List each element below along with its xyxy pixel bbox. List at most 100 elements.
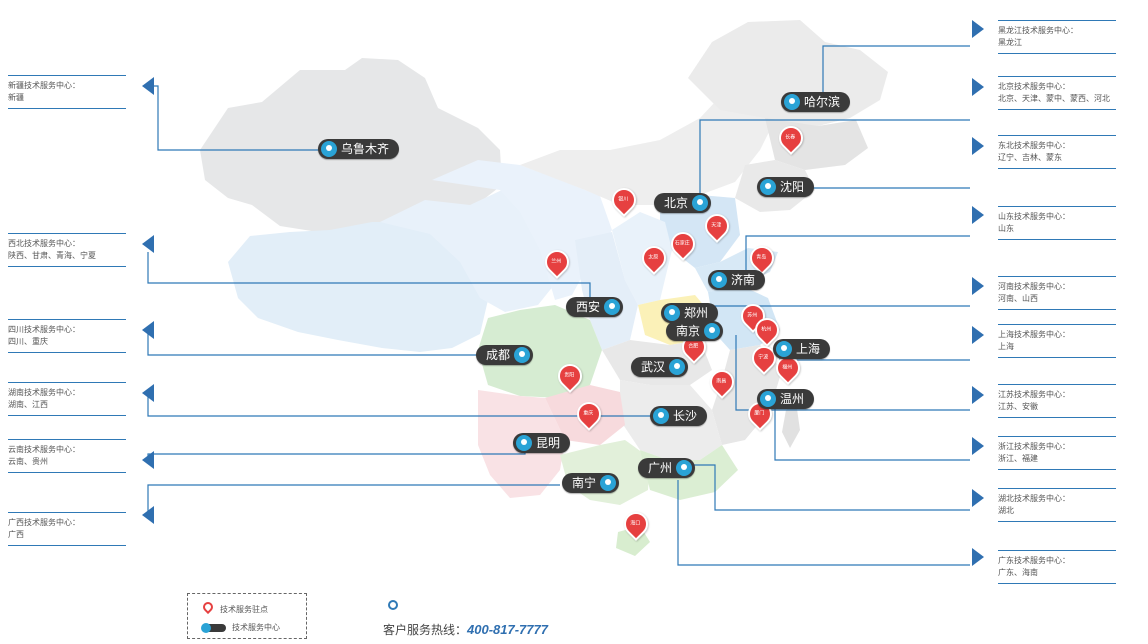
left-arrow-xinjiang: [142, 77, 154, 95]
center-label: 南宁: [572, 476, 597, 490]
center-beijing: 北京: [654, 193, 712, 213]
hotline-dot-icon: [388, 600, 398, 610]
center-label: 成都: [486, 348, 511, 362]
info-title: 黑龙江技术服务中心：: [998, 26, 1078, 35]
hotline-number[interactable]: 400-817-7777: [467, 622, 548, 637]
info-title: 北京技术服务中心：: [998, 82, 1070, 91]
region-tibet: [228, 222, 488, 352]
center-xian: 西安: [566, 297, 624, 317]
right-arrow-jiangsu: [972, 386, 984, 404]
location-pin-icon: [516, 435, 532, 451]
center-shenyang: 沈阳: [757, 177, 815, 197]
center-changsha: 长沙: [650, 406, 708, 426]
info-regions: 上海: [998, 342, 1014, 351]
info-box-beijing: 北京技术服务中心： 北京、天津、蒙中、蒙西、河北: [998, 76, 1116, 110]
location-pin-icon: [669, 359, 686, 375]
location-pin-icon: [653, 408, 669, 424]
location-pin-icon: [776, 341, 792, 357]
info-title: 江苏技术服务中心：: [998, 390, 1070, 399]
legend-center: 技术服务中心: [201, 622, 280, 633]
location-pin-icon: [676, 460, 693, 476]
info-box-hubei: 湖北技术服务中心： 湖北: [998, 488, 1116, 522]
info-regions: 浙江、福建: [998, 454, 1038, 463]
info-title: 云南技术服务中心：: [8, 445, 80, 454]
center-label: 济南: [731, 273, 756, 287]
center-kunming: 昆明: [513, 433, 571, 453]
center-label: 郑州: [684, 306, 709, 320]
location-pin-icon: [711, 272, 727, 288]
info-regions: 新疆: [8, 93, 24, 102]
center-wenzhou: 温州: [757, 389, 815, 409]
info-regions: 湖南、江西: [8, 400, 48, 409]
center-harbin: 哈尔滨: [781, 92, 851, 112]
left-arrow-yunnan: [142, 451, 154, 469]
info-title: 东北技术服务中心：: [998, 141, 1070, 150]
info-regions: 山东: [998, 224, 1014, 233]
info-regions: 北京、天津、蒙中、蒙西、河北: [998, 94, 1110, 103]
info-title: 湖南技术服务中心：: [8, 388, 80, 397]
info-regions: 陕西、甘肃、青海、宁夏: [8, 251, 96, 260]
location-pin-icon: [514, 347, 531, 363]
location-pin-icon: [692, 195, 709, 211]
center-label: 昆明: [536, 436, 561, 450]
info-box-northeast: 东北技术服务中心： 辽宁、吉林、蒙东: [998, 135, 1116, 169]
info-title: 四川技术服务中心：: [8, 325, 80, 334]
center-label: 乌鲁木齐: [341, 142, 390, 156]
center-zhengzhou: 郑州: [661, 303, 719, 323]
region-shaanxi: [575, 232, 638, 350]
info-regions: 云南、贵州: [8, 457, 48, 466]
right-arrow-shanghai: [972, 326, 984, 344]
left-arrow-sichuan: [142, 321, 154, 339]
left-arrow-guangxi: [142, 506, 154, 524]
info-title: 新疆技术服务中心：: [8, 81, 80, 90]
right-arrow-shandong: [972, 206, 984, 224]
right-arrow-hubei: [972, 489, 984, 507]
info-box-hunan: 湖南技术服务中心： 湖南、江西: [8, 382, 126, 416]
info-box-henan: 河南技术服务中心： 河南、山西: [998, 276, 1116, 310]
customer-hotline: 客户服务热线：400-817-7777: [383, 621, 548, 638]
info-regions: 湖北: [998, 506, 1014, 515]
left-arrow-hunan: [142, 384, 154, 402]
right-arrow-zhejiang: [972, 437, 984, 455]
legend-station: 技术服务驻点: [202, 602, 268, 616]
center-label: 长沙: [673, 409, 698, 423]
info-title: 河南技术服务中心：: [998, 282, 1070, 291]
center-guangzhou: 广州: [638, 458, 696, 478]
center-label: 上海: [796, 342, 821, 356]
info-box-guangdong: 广东技术服务中心： 广东、海南: [998, 550, 1116, 584]
location-pin-icon: [664, 305, 680, 321]
center-jinan: 济南: [708, 270, 766, 290]
info-title: 西北技术服务中心：: [8, 239, 80, 248]
info-regions: 江苏、安徽: [998, 402, 1038, 411]
info-regions: 河南、山西: [998, 294, 1038, 303]
info-box-northwest: 西北技术服务中心： 陕西、甘肃、青海、宁夏: [8, 233, 126, 267]
info-title: 浙江技术服务中心：: [998, 442, 1070, 451]
station-marker-icon: [202, 602, 214, 616]
info-box-shandong: 山东技术服务中心： 山东: [998, 206, 1116, 240]
center-label: 温州: [780, 392, 805, 406]
center-label: 北京: [664, 196, 689, 210]
right-arrow-guangdong: [972, 548, 984, 566]
info-regions: 广西: [8, 530, 24, 539]
right-arrow-heilongjiang: [972, 20, 984, 38]
center-shanghai: 上海: [773, 339, 831, 359]
info-box-sichuan: 四川技术服务中心： 四川、重庆: [8, 319, 126, 353]
location-pin-icon: [321, 141, 337, 157]
info-regions: 广东、海南: [998, 568, 1038, 577]
legend-center-label: 技术服务中心: [232, 623, 280, 632]
map-legend: 技术服务驻点 技术服务中心: [187, 593, 307, 639]
right-arrow-northeast: [972, 137, 984, 155]
location-pin-icon: [600, 475, 617, 491]
info-box-zhejiang: 浙江技术服务中心： 浙江、福建: [998, 436, 1116, 470]
center-nanjing: 南京: [666, 321, 724, 341]
info-title: 上海技术服务中心：: [998, 330, 1070, 339]
location-pin-icon: [784, 94, 800, 110]
center-label: 哈尔滨: [804, 95, 841, 109]
center-nanning: 南宁: [562, 473, 620, 493]
info-box-xinjiang: 新疆技术服务中心： 新疆: [8, 75, 126, 109]
info-regions: 黑龙江: [998, 38, 1022, 47]
info-title: 广西技术服务中心：: [8, 518, 80, 527]
info-regions: 辽宁、吉林、蒙东: [998, 153, 1062, 162]
info-box-heilongjiang: 黑龙江技术服务中心： 黑龙江: [998, 20, 1116, 54]
right-arrow-beijing: [972, 78, 984, 96]
